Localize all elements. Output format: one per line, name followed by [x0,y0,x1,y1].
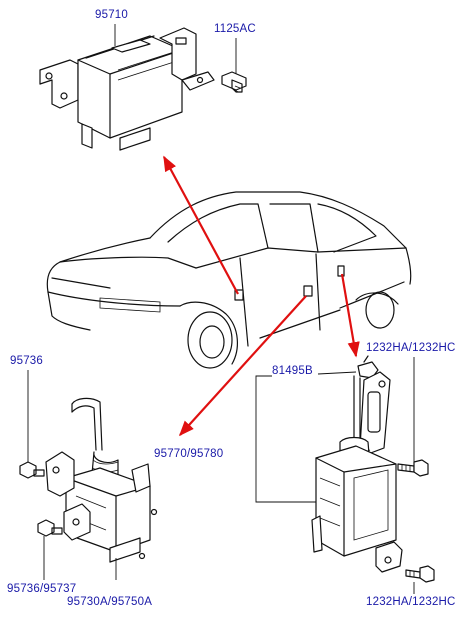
label-95736-95737: 95736/95737 [7,583,77,595]
screw-95736-top [19,461,45,479]
screw-1125AC [221,71,247,93]
arrow-to-right-actuator [340,273,360,358]
left-actuator [45,397,158,563]
arrow-to-left-actuator [178,295,307,437]
label-95736-top: 95736 [10,355,43,367]
control-module-95710 [39,27,215,151]
screw-95736-bottom [37,519,63,537]
screw-1232-upper [397,459,429,477]
arrow-to-control-module [163,155,239,295]
label-95710: 95710 [95,9,128,21]
label-1125AC: 1125AC [214,23,256,35]
right-actuator [311,355,403,573]
label-95770-95780: 95770/95780 [154,448,224,460]
label-95730A-95750A: 95730A/95750A [67,596,153,608]
car-outline [46,191,412,369]
red-arrows [163,155,360,437]
screw-1232-lower [405,565,435,583]
leader-lines [27,24,415,594]
label-81495B: 81495B [272,365,313,377]
label-1232HA-1232HC-bottom: 1232HA/1232HC [366,596,456,608]
label-1232HA-1232HC-top: 1232HA/1232HC [366,342,456,354]
